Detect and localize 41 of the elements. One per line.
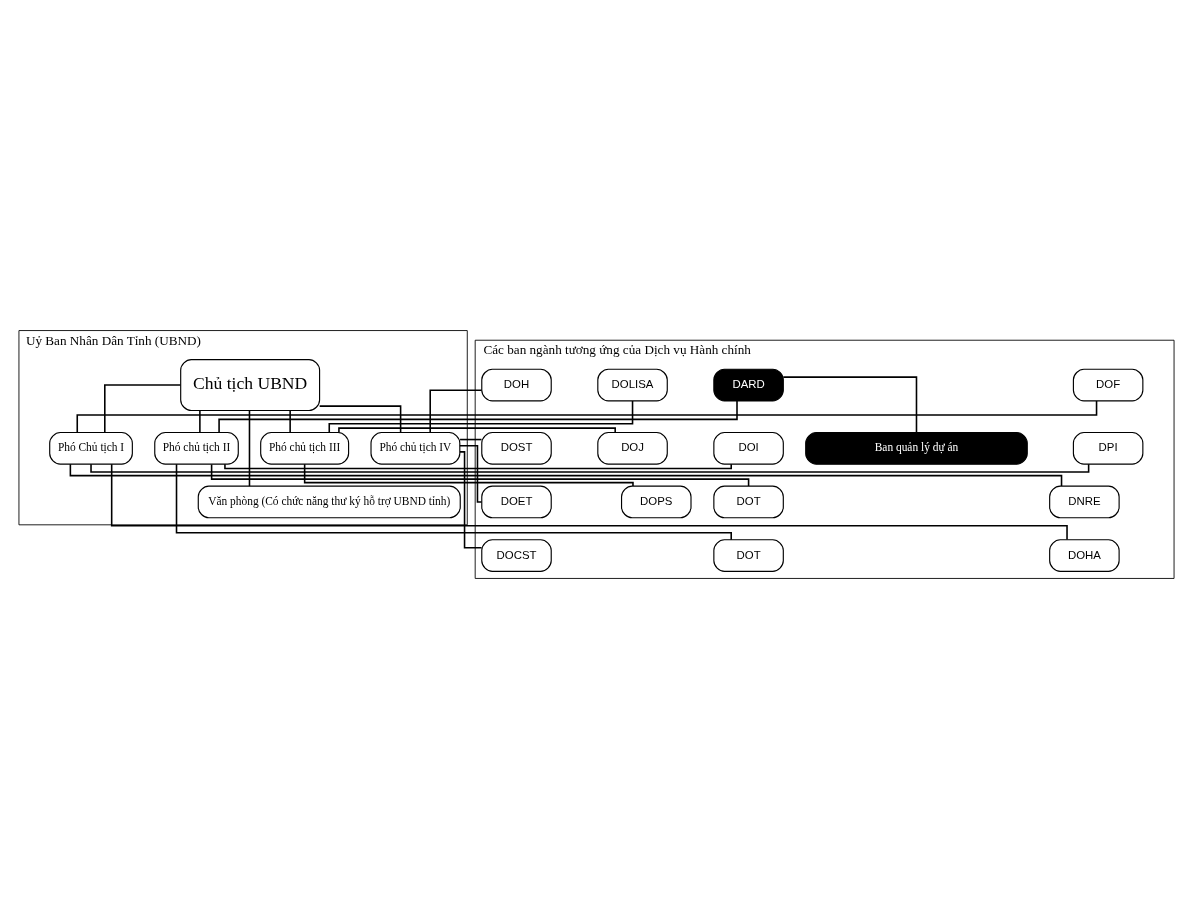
connector	[104, 384, 182, 434]
node-box: Chủ tịch UBND	[180, 359, 321, 412]
node-box: Ban quản lý dự án	[805, 431, 1028, 465]
node-box: DOST	[481, 431, 552, 465]
node-box: Phó chủ tịch III	[260, 431, 350, 465]
connector	[289, 410, 291, 434]
node-box: DOPS	[620, 485, 692, 519]
connector	[199, 410, 201, 434]
node-box: Phó Chủ tịch I	[49, 431, 133, 465]
connector	[248, 409, 251, 487]
node-box: Phó chủ tịch IV	[370, 431, 461, 465]
node-box: DARD	[713, 368, 784, 402]
node-box: DOT	[713, 539, 784, 572]
connector	[782, 376, 918, 433]
connector	[459, 438, 483, 441]
connector	[459, 444, 483, 503]
node-box: DOT	[713, 485, 784, 519]
node-box: DOHA	[1049, 539, 1120, 572]
node-box: DOCST	[481, 539, 552, 572]
node-box: DOI	[713, 431, 784, 465]
connector	[429, 389, 483, 434]
node-box: Phó chủ tịch II	[154, 431, 239, 465]
connector	[328, 400, 634, 434]
node-box: DNRE	[1049, 485, 1120, 519]
node-box: DPI	[1072, 431, 1144, 465]
connector	[69, 463, 1063, 487]
connector	[303, 463, 634, 487]
connector	[338, 427, 616, 434]
connector	[175, 463, 732, 541]
connector	[318, 405, 402, 434]
connector	[459, 451, 483, 549]
connector	[218, 400, 738, 434]
node-box: DOLISA	[597, 368, 668, 402]
node-box: DOET	[481, 485, 552, 519]
node-box: DOF	[1072, 368, 1144, 402]
connector	[224, 463, 732, 470]
connector	[210, 463, 750, 487]
node-box: Văn phòng (Có chức năng thư ký hỗ trợ UBND tỉnh)	[197, 485, 461, 519]
connector	[90, 463, 1090, 473]
node-box: DOJ	[597, 431, 668, 465]
node-box: DOH	[481, 368, 552, 402]
